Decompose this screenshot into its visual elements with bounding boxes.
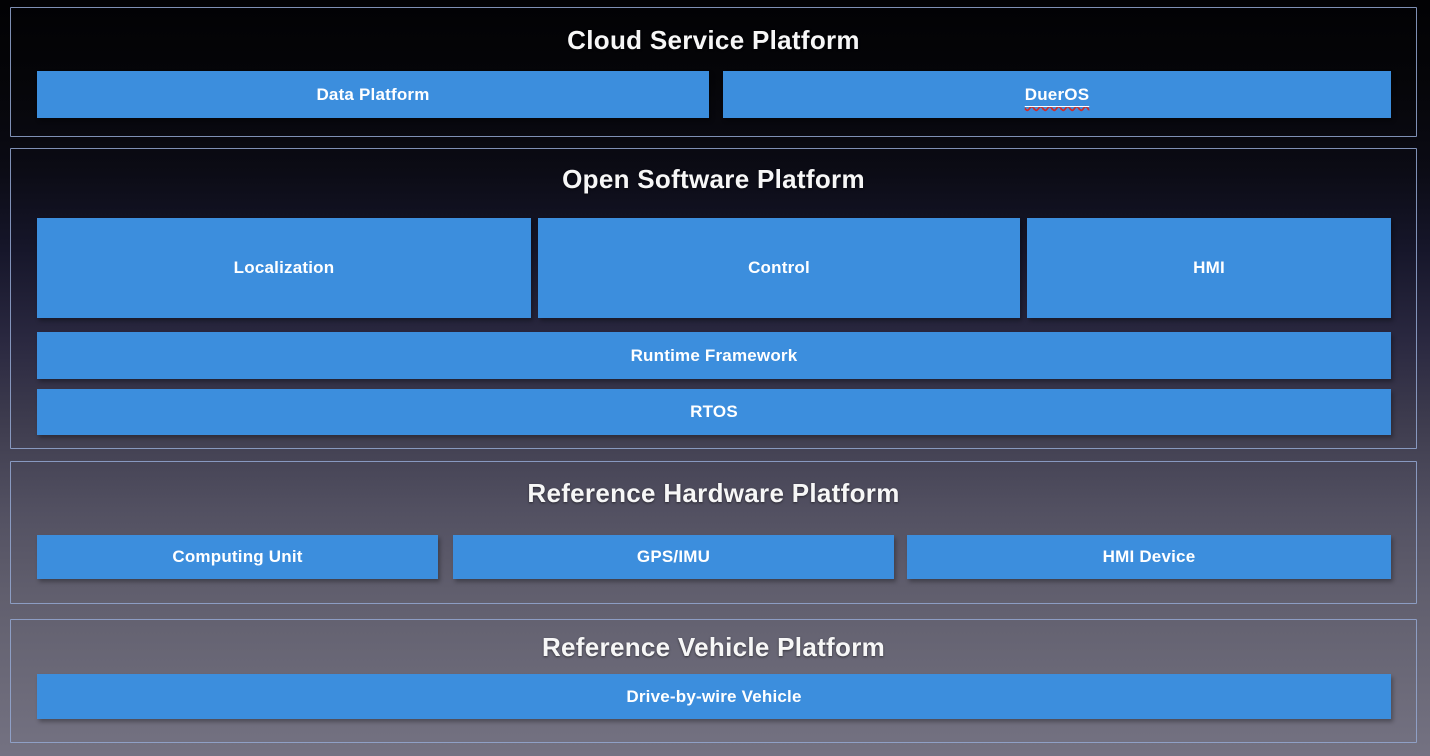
box-rtos: RTOS: [37, 389, 1391, 435]
box-label-rtos: RTOS: [690, 402, 738, 421]
section-cloud-service-platform: Cloud Service Platform Data Platform Due…: [10, 7, 1417, 137]
section-title-reference-hardware-platform: Reference Hardware Platform: [527, 478, 900, 508]
box-computing-unit: Computing Unit: [37, 535, 438, 579]
box-label-runtime-framework: Runtime Framework: [630, 345, 798, 365]
box-label-dueros: DuerOS: [1024, 84, 1090, 104]
section-reference-vehicle-platform: Reference Vehicle Platform Drive-by-wire…: [10, 619, 1417, 743]
box-label-data-platform: Data Platform: [316, 84, 430, 104]
spellcheck-wavy-underline: DuerOS: [1025, 85, 1090, 105]
box-hmi-device: HMI Device: [907, 535, 1391, 579]
section-open-software-platform: Open Software Platform Localization Cont…: [10, 148, 1417, 449]
box-dueros: DuerOS: [723, 71, 1391, 118]
box-data-platform: Data Platform: [37, 71, 709, 118]
box-label-drive-by-wire-vehicle: Drive-by-wire Vehicle: [626, 686, 802, 706]
section-reference-hardware-platform: Reference Hardware Platform Computing Un…: [10, 461, 1417, 604]
box-label-hmi: HMI: [1193, 258, 1225, 277]
section-title-cloud-service-platform: Cloud Service Platform: [567, 25, 860, 55]
box-label-computing-unit: Computing Unit: [172, 547, 303, 566]
section-title-reference-vehicle-platform: Reference Vehicle Platform: [541, 632, 886, 662]
box-drive-by-wire-vehicle: Drive-by-wire Vehicle: [37, 674, 1391, 719]
box-label-hmi-device: HMI Device: [1102, 547, 1196, 566]
box-gps-imu: GPS/IMU: [453, 535, 894, 579]
box-label-control: Control: [748, 258, 810, 277]
box-label-gps-imu: GPS/IMU: [636, 547, 711, 566]
box-runtime-framework: Runtime Framework: [37, 332, 1391, 379]
box-control: Control: [538, 218, 1020, 318]
box-label-localization: Localization: [233, 258, 335, 277]
box-localization: Localization: [37, 218, 531, 318]
box-hmi: HMI: [1027, 218, 1391, 318]
section-title-open-software-platform: Open Software Platform: [562, 164, 865, 194]
